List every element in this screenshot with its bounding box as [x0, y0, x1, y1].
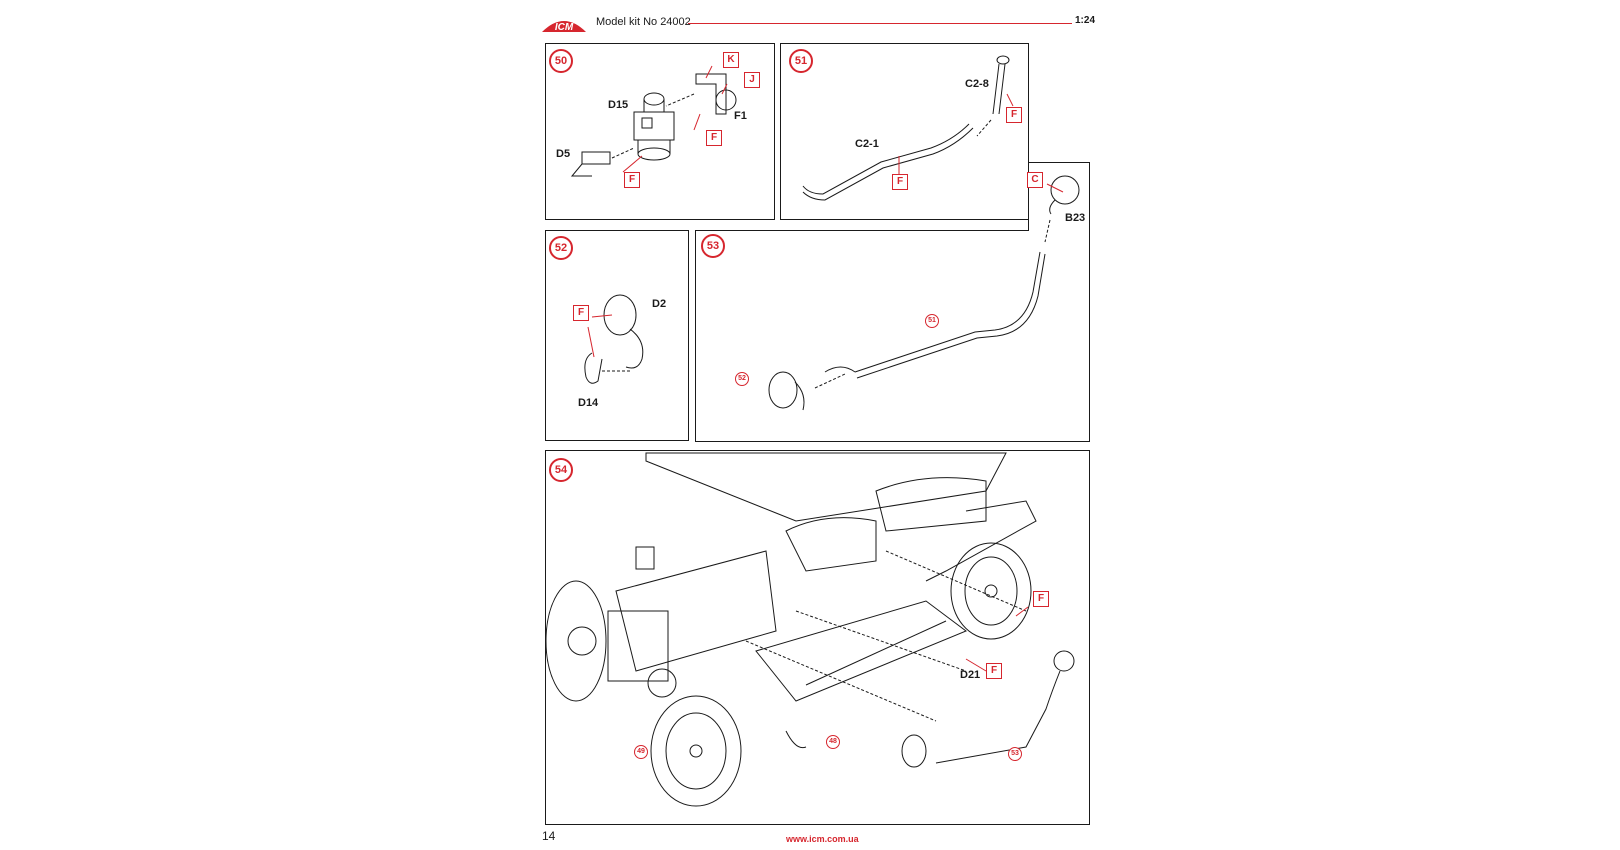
- paint-j-marker: J: [744, 72, 760, 88]
- paint-f-marker: F: [706, 130, 722, 146]
- svg-text:ICM: ICM: [555, 22, 574, 33]
- paint-f-marker: F: [1006, 107, 1022, 123]
- part-d5-label: D5: [556, 148, 571, 160]
- step-52-badge: 52: [549, 236, 573, 260]
- ref-step-53-marker: 53: [1008, 747, 1022, 761]
- part-d21-label: D21: [960, 669, 981, 681]
- step-54-badge: 54: [549, 458, 573, 482]
- part-d14-label: D14: [578, 397, 599, 409]
- paint-c-marker: C: [1027, 172, 1043, 188]
- ref-step-52-marker: 52: [735, 372, 749, 386]
- part-b23-label: B23: [1065, 212, 1086, 224]
- step-52-panel: 52 D2 D14 F: [545, 230, 689, 441]
- ref-step-48-marker: 48: [826, 735, 840, 749]
- paint-f-marker: F: [986, 663, 1002, 679]
- model-kit-label: Model kit No 24002: [596, 16, 691, 28]
- step-54-drawing: [546, 452, 1075, 807]
- ref-step-51-marker: 51: [925, 314, 939, 328]
- paint-f-marker: F: [624, 172, 640, 188]
- paint-f-marker: F: [892, 174, 908, 190]
- paint-f-marker: F: [573, 305, 589, 321]
- step-54-panel: 54 D21 F F 49 48 53: [545, 450, 1090, 825]
- header-divider: [688, 23, 1072, 24]
- part-c2-8-label: C2-8: [965, 78, 989, 90]
- ref-step-49-marker: 49: [634, 745, 648, 759]
- step-51-badge: 51: [789, 49, 813, 73]
- scale-label: 1:24: [1075, 15, 1096, 26]
- step-50-drawing: [570, 65, 737, 177]
- step-53-drawing: [768, 175, 1080, 411]
- paint-f-marker: F: [1033, 591, 1049, 607]
- part-f1-label: F1: [734, 110, 747, 122]
- step-52-drawing: [584, 294, 644, 384]
- step-50-panel: 50 D15 D5 F1 K J F F: [545, 43, 775, 220]
- part-c2-1-label: C2-1: [855, 138, 879, 150]
- part-d15-label: D15: [608, 99, 629, 111]
- step-51-drawing: [802, 55, 1014, 201]
- page-number: 14: [542, 829, 556, 843]
- website-link[interactable]: www.icm.com.ua: [786, 834, 859, 844]
- paint-k-marker: K: [723, 52, 739, 68]
- step-53-panel: 53 B23 C 51 52: [695, 162, 1090, 442]
- icm-logo: ICM: [542, 21, 586, 33]
- part-d2-label: D2: [652, 298, 667, 310]
- step-51-panel: 51 C2-8 C2-1 F F: [780, 43, 1029, 220]
- step-50-badge: 50: [549, 49, 573, 73]
- step-53-outline: [695, 162, 1090, 442]
- step-53-badge: 53: [701, 234, 725, 258]
